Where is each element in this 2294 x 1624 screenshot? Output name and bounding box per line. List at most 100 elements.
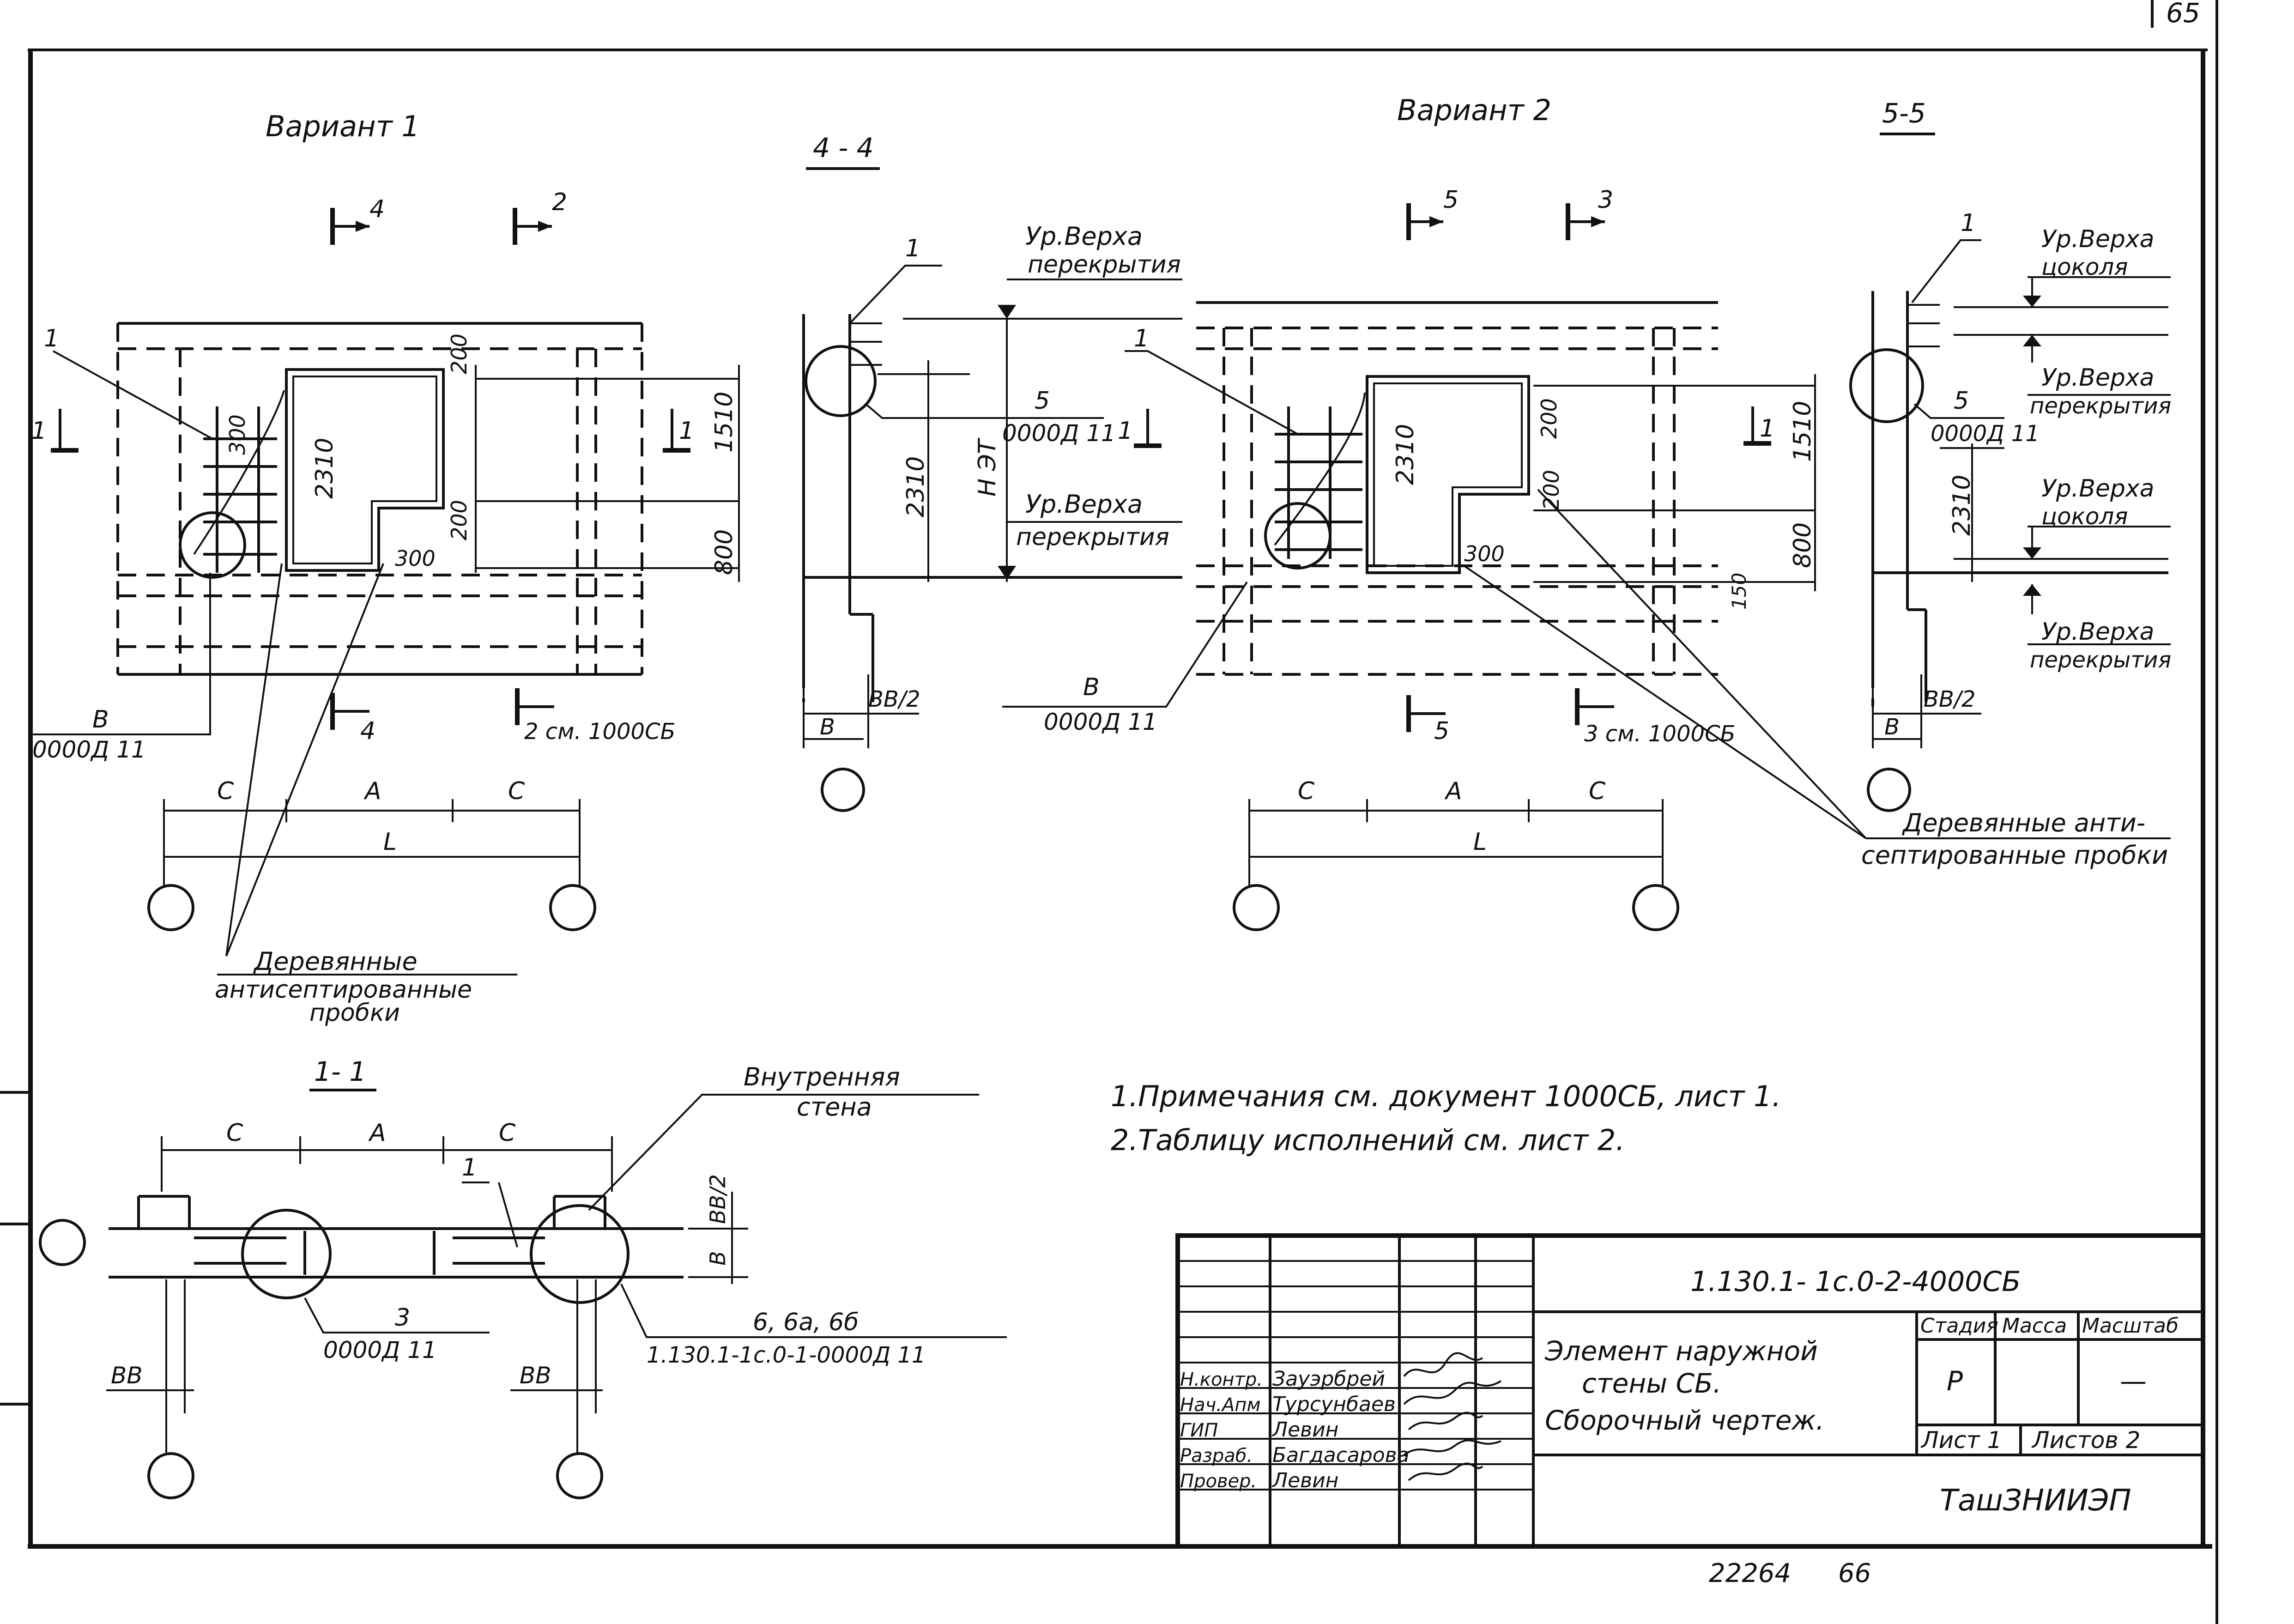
role-4: Разраб. <box>1180 1445 1253 1466</box>
title-block: 1.130.1- 1с.0-2-4000СБ Элемент наружной … <box>1175 1233 2205 1549</box>
notes: 1.Примечания см. документ 1000СБ, лист 1… <box>1111 1079 1781 1157</box>
v1-dim-a: А <box>363 777 381 805</box>
sec11-vv2: ВВ/2 <box>705 1174 730 1224</box>
org-name: ТашЗНИИЭП <box>1940 1484 2131 1518</box>
variant1-plan: Вариант 1 4 2 1 1 4 2 см. 1000СБ <box>31 109 740 1027</box>
sec55-callout-5-top: 5 <box>1954 387 1969 415</box>
variant1-title: Вариант 1 <box>266 109 420 143</box>
cut-mark-5-bottom <box>1406 695 1446 732</box>
v2-dim-1510: 1510 <box>1789 401 1816 462</box>
v2-cut-label-5-top: 5 <box>1443 186 1459 214</box>
sec44-callout-v-top: В <box>1083 673 1100 701</box>
role-3-name: Левин <box>1271 1418 1338 1442</box>
role-2-name: Турсунбаев <box>1272 1393 1396 1416</box>
v2-cut-label-1-left: 1 <box>1118 417 1133 445</box>
v2-cut-label-1-right: 1 <box>1760 415 1775 442</box>
v1-callout-v-bottom: 0000Д 11 <box>32 736 146 763</box>
v2-dim-200a: 200 <box>1537 398 1562 439</box>
cut-mark-2-bottom <box>515 688 554 725</box>
v1-cut-label-4-top: 4 <box>369 195 385 223</box>
role-2: Нач.Апм <box>1180 1394 1261 1416</box>
sec55-vv2: ВВ/2 <box>1924 686 1976 712</box>
v1-dim-l: L <box>383 828 397 856</box>
sec11-leader-1: 1 <box>462 1154 477 1182</box>
v1-leader-1: 1 <box>44 325 59 352</box>
sec55-callout-5-bottom: 0000Д 11 <box>1931 421 2040 447</box>
sec44-leader-1: 1 <box>905 235 920 262</box>
v2-dim-300: 300 <box>1464 541 1505 566</box>
sec11-vv-right: ВВ <box>520 1362 551 1389</box>
note-1: 1.Примечания см. документ 1000СБ, лист 1… <box>1111 1079 1781 1113</box>
note-2: 2.Таблицу исполнений см. лист 2. <box>1111 1123 1625 1157</box>
hdr-stage: Стадия <box>1920 1314 1998 1338</box>
v1-dim-200a: 200 <box>447 333 472 374</box>
role-1: Н.контр. <box>1180 1369 1263 1390</box>
sec55-level2-2: перекрытия <box>2030 393 2171 419</box>
v1-dim-200b: 200 <box>447 500 472 540</box>
sec44-v: В <box>820 714 835 740</box>
v2-cut-label-3-top: 3 <box>1598 186 1613 214</box>
sec55-title: 5-5 <box>1882 97 1926 129</box>
cut-mark-3-bottom <box>1575 688 1614 725</box>
sec44-h-et: Н ЭТ <box>974 437 1001 497</box>
v1-dim-c2: С <box>508 777 525 805</box>
v1-cut-label-2-top: 2 <box>552 188 567 216</box>
page-number: 65 <box>2166 0 2200 29</box>
sec55-level2-1: Ур.Верха <box>2041 364 2155 392</box>
sec55-plugs-1: Деревянные анти- <box>1902 808 2145 837</box>
variant2-plan: Вариант 2 5 3 1 1 5 3 см. 1000СБ <box>1118 93 1816 931</box>
v2-dim-l: L <box>1473 828 1487 856</box>
v1-cut-label-1-left: 1 <box>31 417 47 445</box>
v2-cut-label-5-bottom: 5 <box>1434 717 1449 745</box>
sec44-level-bottom-2: перекрытия <box>1016 523 1169 551</box>
v1-dim-2310: 2310 <box>311 438 339 499</box>
v1-dim-300a: 300 <box>225 414 250 455</box>
sec11-v: В <box>705 1251 730 1266</box>
sec11-dim-c1: С <box>226 1119 243 1147</box>
v2-dim-2310: 2310 <box>1392 424 1419 485</box>
v2-cut-label-3-bottom: 3 см. 1000СБ <box>1584 721 1736 747</box>
role-1-name: Зауэрбрей <box>1272 1367 1385 1391</box>
v1-plugs-line2: антисептированные <box>215 976 472 1004</box>
cut-mark-2-top <box>513 208 552 245</box>
sec44-callout-v-bottom: 0000Д 11 <box>1044 709 1157 735</box>
cut-mark-3-top <box>1566 203 1605 240</box>
cut-mark-1-right <box>663 409 690 453</box>
sec55-v: В <box>1884 714 1900 740</box>
section-4-4: 4 - 4 1 Ур.Верха перекрытия 5 0000Д 11 2… <box>802 132 1248 812</box>
sec11-inner-wall-2: стена <box>797 1092 872 1121</box>
sec44-vv2: ВВ/2 <box>868 686 920 712</box>
hdr-scale: Масштаб <box>2082 1314 2179 1338</box>
cut-mark-1-right-v2 <box>1743 406 1771 446</box>
footer-code: 22264 <box>1709 1558 1791 1588</box>
sec11-title: 1- 1 <box>314 1056 366 1087</box>
sec55-level3-2: цоколя <box>2041 503 2128 530</box>
sec55-level4-1: Ур.Верха <box>2041 618 2155 646</box>
v1-dim-c1: С <box>217 777 234 805</box>
v2-dim-c1: С <box>1298 777 1315 805</box>
sec44-level-top-1: Ур.Верха <box>1025 222 1143 251</box>
v2-dim-800: 800 <box>1789 522 1816 568</box>
footer-page: 66 <box>1838 1558 1871 1588</box>
sec11-inner-wall-1: Внутренняя <box>744 1062 900 1091</box>
cut-mark-1-left <box>51 409 79 453</box>
v2-leader-1: 1 <box>1134 325 1149 352</box>
v1-cut-label-1-right: 1 <box>679 417 694 445</box>
doc-name-1: Элемент наружной <box>1544 1335 1818 1367</box>
sec44-level-bottom-1: Ур.Верха <box>1025 490 1143 519</box>
section-5-5: 5-5 1 Ур.Верха цоколя Ур.Верха перекрыти… <box>1463 97 2171 870</box>
sec11-callout-6-bottom: 1.130.1-1с.0-1-0000Д 11 <box>647 1342 926 1368</box>
v1-dim-300b: 300 <box>395 546 436 571</box>
section-1-1: 1- 1 С А С ВВ ВВ ВВ/2 В 1 Внутренняя сте… <box>39 1056 1007 1499</box>
sec55-level1-1: Ур.Верха <box>2041 225 2155 253</box>
role-4-name: Багдасарова <box>1272 1443 1410 1467</box>
role-5-name: Левин <box>1271 1469 1338 1492</box>
sec55-level1-2: цоколя <box>2041 254 2128 280</box>
doc-name-3: Сборочный чертеж. <box>1545 1405 1824 1436</box>
hdr-mass: Масса <box>2002 1314 2067 1338</box>
stage-value: Р <box>1947 1365 1963 1397</box>
sec11-callout-6-top: 6, 6а, 6б <box>753 1309 859 1336</box>
v1-plugs-line3: пробки <box>309 999 400 1027</box>
sheet-label: Лист 1 <box>1920 1427 2002 1454</box>
v1-plugs-line1: Деревянные <box>253 947 418 976</box>
